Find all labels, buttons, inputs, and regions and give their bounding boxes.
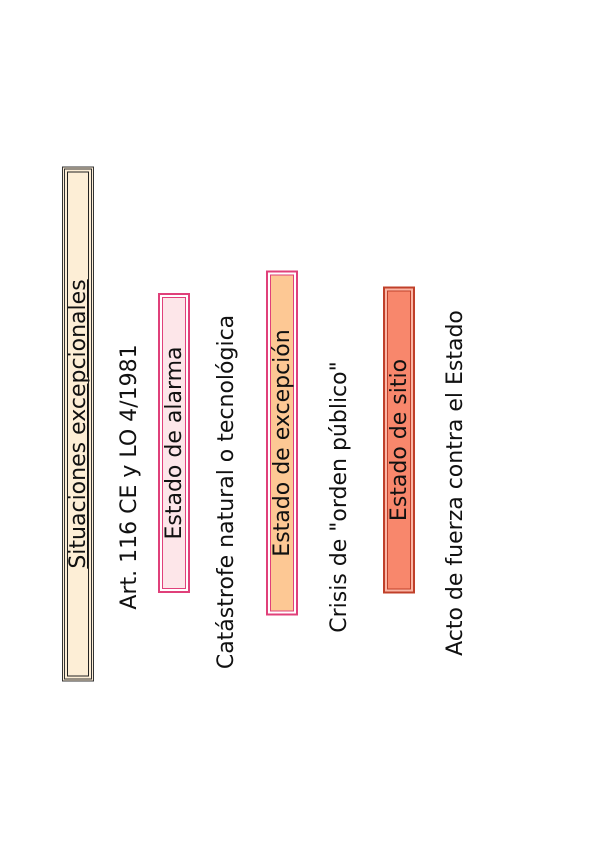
estado-sitio-box: Estado de sitio — [383, 286, 415, 594]
legal-basis-text: Art. 116 CE y LO 4/1981 — [117, 344, 142, 610]
estado-sitio-label: Estado de sitio — [386, 358, 412, 522]
estado-sitio-cause: Acto de fuerza contra el Estado — [443, 310, 468, 656]
estado-alarma-box: Estado de alarma — [158, 293, 190, 593]
slide-title: Situaciones excepcionales — [65, 279, 91, 569]
title-box: Situaciones excepcionales — [62, 166, 94, 682]
estado-excepcion-cause: Crisis de "orden público" — [327, 361, 352, 633]
estado-alarma-cause: Catástrofe natural o tecnológica — [214, 314, 239, 670]
estado-alarma-label: Estado de alarma — [161, 346, 187, 540]
estado-excepcion-box: Estado de excepción — [266, 270, 298, 616]
estado-excepcion-label: Estado de excepción — [269, 329, 295, 557]
